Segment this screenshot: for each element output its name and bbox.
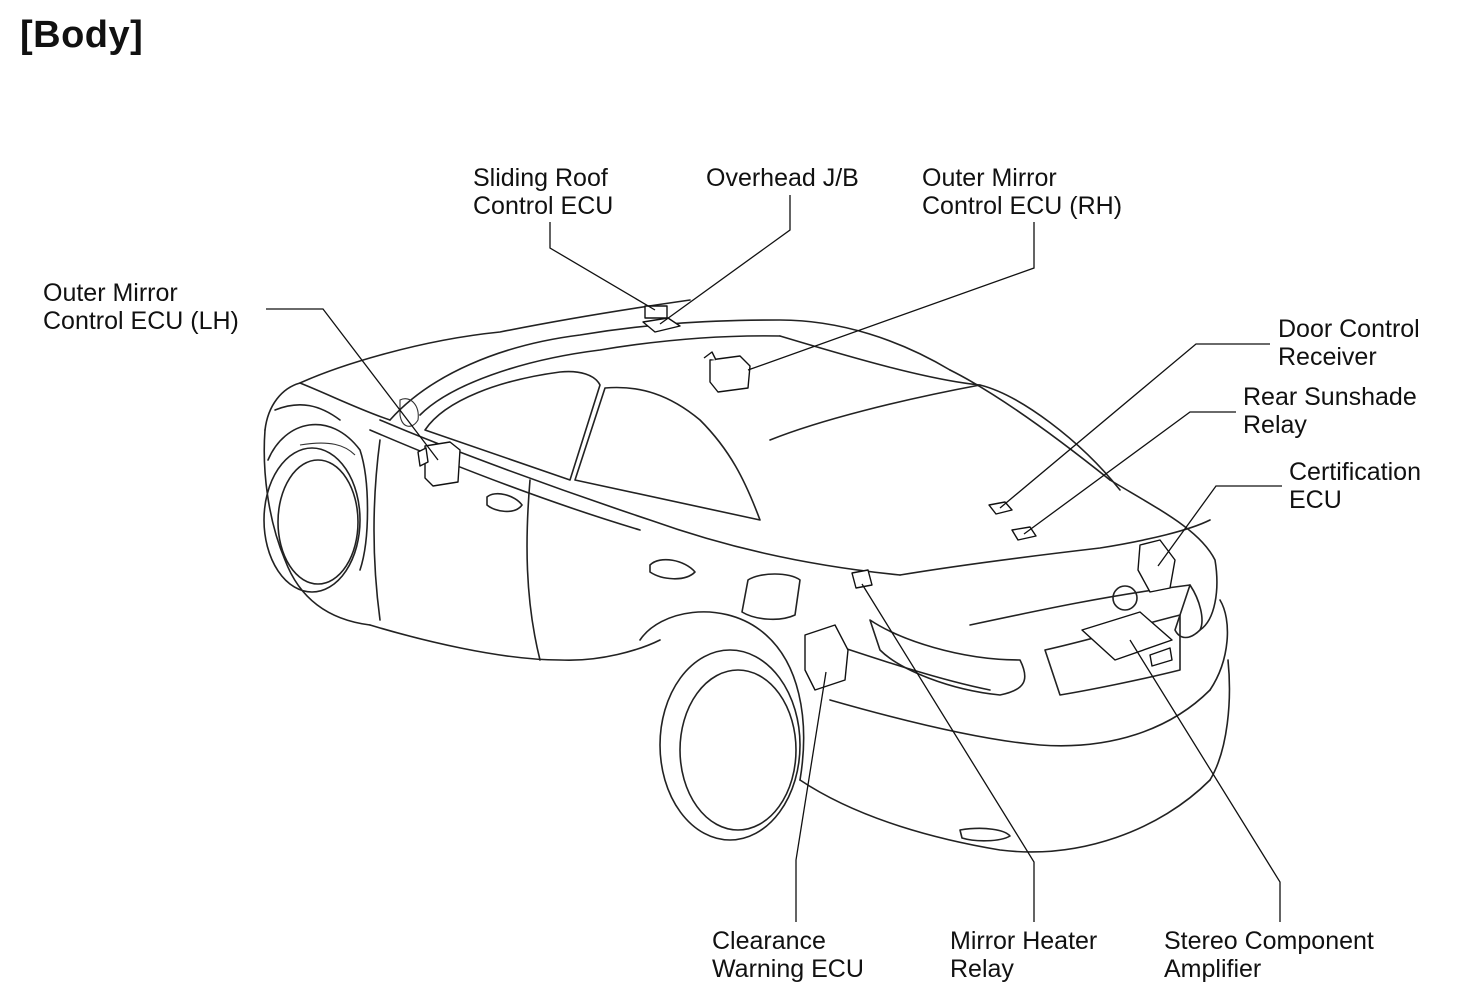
label-line: Control ECU (RH) <box>922 192 1123 220</box>
label-sliding-roof-control-ecu: Sliding Roof Control ECU <box>473 164 613 220</box>
clearance-warning-ecu-part <box>804 624 849 691</box>
label-clearance-warning-ecu: Clearance Warning ECU <box>712 927 864 983</box>
outer-mirror-lh-ecu-part <box>417 441 461 487</box>
label-line: Control ECU (LH) <box>43 307 239 335</box>
sliding-roof-ecu-part <box>644 305 668 319</box>
leader-door-control-receiver <box>999 343 1270 509</box>
leader-sliding-roof <box>549 222 656 311</box>
label-line: Mirror Heater <box>950 927 1098 955</box>
label-line: Warning ECU <box>712 955 864 983</box>
label-outer-mirror-control-ecu-rh: Outer Mirror Control ECU (RH) <box>922 164 1122 220</box>
label-line: Amplifier <box>1164 955 1262 983</box>
mirror-heater-relay-part <box>851 569 873 589</box>
label-mirror-heater-relay: Mirror Heater Relay <box>950 927 1097 983</box>
label-line: Control ECU <box>473 192 614 220</box>
certification-ecu-part <box>1137 539 1176 593</box>
label-line: Rear Sunshade <box>1243 383 1417 411</box>
label-line: Overhead J/B <box>706 164 859 192</box>
label-outer-mirror-control-ecu-lh: Outer Mirror Control ECU (LH) <box>43 279 239 335</box>
label-line: Clearance <box>712 927 826 955</box>
leader-overhead-jb <box>659 195 791 325</box>
label-line: Certification <box>1289 458 1421 486</box>
label-line: Stereo Component <box>1164 927 1374 955</box>
leader-clearance-warning-ecu <box>795 671 827 922</box>
stereo-amplifier-part <box>1081 611 1173 667</box>
leader-stereo-amplifier <box>1129 639 1281 922</box>
page-title: [Body] <box>20 14 144 56</box>
label-line: Outer Mirror <box>43 279 178 307</box>
leader-lines <box>266 195 1282 922</box>
label-line: ECU <box>1289 486 1342 514</box>
label-rear-sunshade-relay: Rear Sunshade Relay <box>1243 383 1417 439</box>
label-line: Outer Mirror <box>922 164 1057 192</box>
leader-rear-sunshade-relay <box>1023 411 1236 535</box>
leader-outer-mirror-rh <box>747 222 1035 371</box>
label-line: Receiver <box>1278 343 1377 371</box>
label-certification-ecu: Certification ECU <box>1289 458 1421 514</box>
leader-mirror-heater-relay <box>861 583 1035 922</box>
label-overhead-jb: Overhead J/B <box>706 164 859 192</box>
label-line: Relay <box>950 955 1014 983</box>
leader-certification-ecu <box>1157 485 1282 567</box>
label-line: Door Control <box>1278 315 1420 343</box>
outer-mirror-rh-ecu-part <box>703 351 751 393</box>
label-stereo-component-amplifier: Stereo Component Amplifier <box>1164 927 1374 983</box>
overhead-jb-part <box>642 317 681 333</box>
label-line: Sliding Roof <box>473 164 608 192</box>
label-line: Relay <box>1243 411 1307 439</box>
leader-outer-mirror-lh <box>266 308 439 461</box>
label-door-control-receiver: Door Control Receiver <box>1278 315 1420 371</box>
